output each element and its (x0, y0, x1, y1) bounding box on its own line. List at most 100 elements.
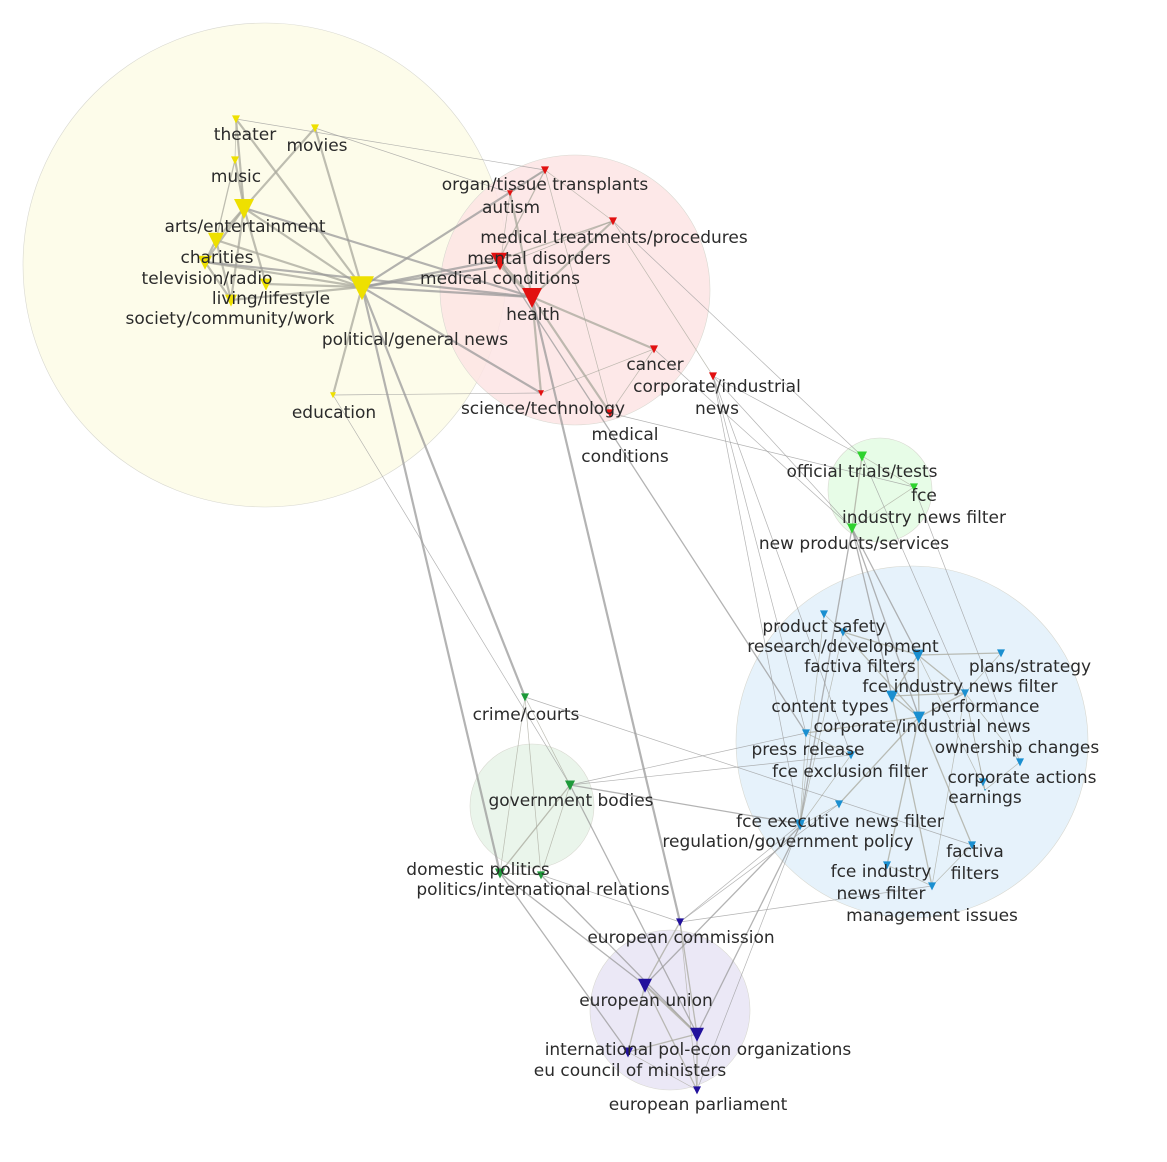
node-marker[interactable] (541, 166, 549, 175)
node-marker[interactable] (650, 345, 658, 354)
edge (679, 885, 933, 923)
edge (499, 872, 542, 876)
node-marker[interactable] (796, 822, 804, 831)
edge (499, 220, 614, 267)
node-marker[interactable] (496, 262, 504, 271)
node-marker[interactable] (606, 409, 614, 418)
edge (696, 823, 801, 1091)
node-marker[interactable] (835, 800, 843, 809)
node-marker[interactable] (912, 649, 924, 662)
edge (627, 984, 646, 1053)
edge (612, 220, 714, 377)
node-label: television/radio (142, 269, 273, 289)
node-marker[interactable] (208, 232, 224, 249)
node-marker[interactable] (491, 252, 507, 269)
node-label: official trials/tests (786, 462, 937, 482)
node-marker[interactable] (979, 778, 987, 787)
node-label: eu council of ministers (534, 1061, 727, 1081)
edge (214, 239, 233, 301)
node-marker[interactable] (609, 217, 617, 226)
edge (931, 844, 973, 887)
node-marker[interactable] (350, 276, 374, 301)
node-marker[interactable] (820, 610, 828, 619)
node-label: management issues (846, 906, 1018, 926)
node-label: european parliament (609, 1095, 788, 1115)
node-marker[interactable] (522, 288, 542, 308)
node-marker[interactable] (225, 294, 237, 307)
node-marker[interactable] (507, 190, 513, 197)
node-marker[interactable] (857, 451, 867, 462)
edge (234, 118, 237, 161)
edge (569, 784, 801, 825)
node-label: factiva filters (804, 657, 916, 677)
node-marker[interactable] (638, 978, 652, 993)
edge (361, 169, 546, 288)
edge (891, 692, 966, 697)
node-marker[interactable] (910, 483, 918, 492)
node-marker[interactable] (565, 780, 575, 791)
edge (540, 874, 681, 923)
edge (851, 527, 920, 718)
node-marker[interactable] (495, 868, 505, 879)
edge (540, 348, 655, 394)
node-label: corporate actions (947, 768, 1096, 788)
node-marker[interactable] (623, 1047, 633, 1058)
node-label: autism (482, 198, 540, 218)
node-marker[interactable] (1016, 758, 1024, 767)
node-marker[interactable] (847, 751, 855, 760)
node-marker[interactable] (886, 690, 898, 703)
node-marker[interactable] (913, 711, 925, 724)
edge (234, 118, 246, 209)
node-marker[interactable] (198, 255, 212, 270)
node-marker[interactable] (690, 1027, 704, 1042)
node-label: medical conditions (420, 269, 580, 289)
node-label: international pol-econ organizations (545, 1040, 852, 1060)
node-marker[interactable] (537, 871, 545, 880)
node-label: society/community/work (126, 309, 335, 329)
node-label: medical treatments/procedures (480, 228, 748, 248)
edge (313, 127, 364, 288)
node-marker[interactable] (232, 115, 240, 124)
node-marker[interactable] (802, 729, 810, 738)
node-marker[interactable] (961, 689, 969, 698)
node-marker[interactable] (709, 372, 717, 381)
edge (851, 455, 863, 529)
node-marker[interactable] (231, 156, 239, 165)
edge (712, 375, 852, 756)
edge (653, 348, 853, 529)
edge (499, 784, 571, 874)
edges (204, 118, 1021, 1091)
edge (886, 716, 920, 866)
node-marker[interactable] (968, 841, 976, 850)
node-marker[interactable] (311, 124, 319, 133)
node-marker[interactable] (997, 649, 1005, 658)
edge (332, 392, 542, 396)
node-marker[interactable] (883, 861, 891, 870)
node-marker[interactable] (847, 523, 857, 534)
edge (644, 984, 698, 1091)
node-label: corporate/industrial news (813, 717, 1030, 737)
node-marker[interactable] (984, 789, 986, 792)
edge (712, 375, 807, 734)
edge (331, 286, 364, 396)
edge (215, 159, 236, 241)
node-marker[interactable] (538, 390, 544, 397)
node-marker[interactable] (676, 918, 684, 927)
node-marker[interactable] (693, 1086, 701, 1095)
node-marker[interactable] (928, 882, 936, 891)
edge (805, 732, 852, 756)
edge (498, 259, 807, 734)
edge (799, 527, 853, 825)
node-marker[interactable] (234, 199, 254, 219)
node-marker[interactable] (330, 392, 336, 399)
edge (609, 412, 915, 488)
node-marker[interactable] (839, 628, 847, 637)
node-marker[interactable] (521, 693, 529, 702)
edge (886, 864, 933, 887)
node-label: domestic politics (406, 860, 550, 880)
node-marker[interactable] (260, 278, 272, 291)
edge (679, 823, 801, 923)
edge (842, 631, 920, 718)
